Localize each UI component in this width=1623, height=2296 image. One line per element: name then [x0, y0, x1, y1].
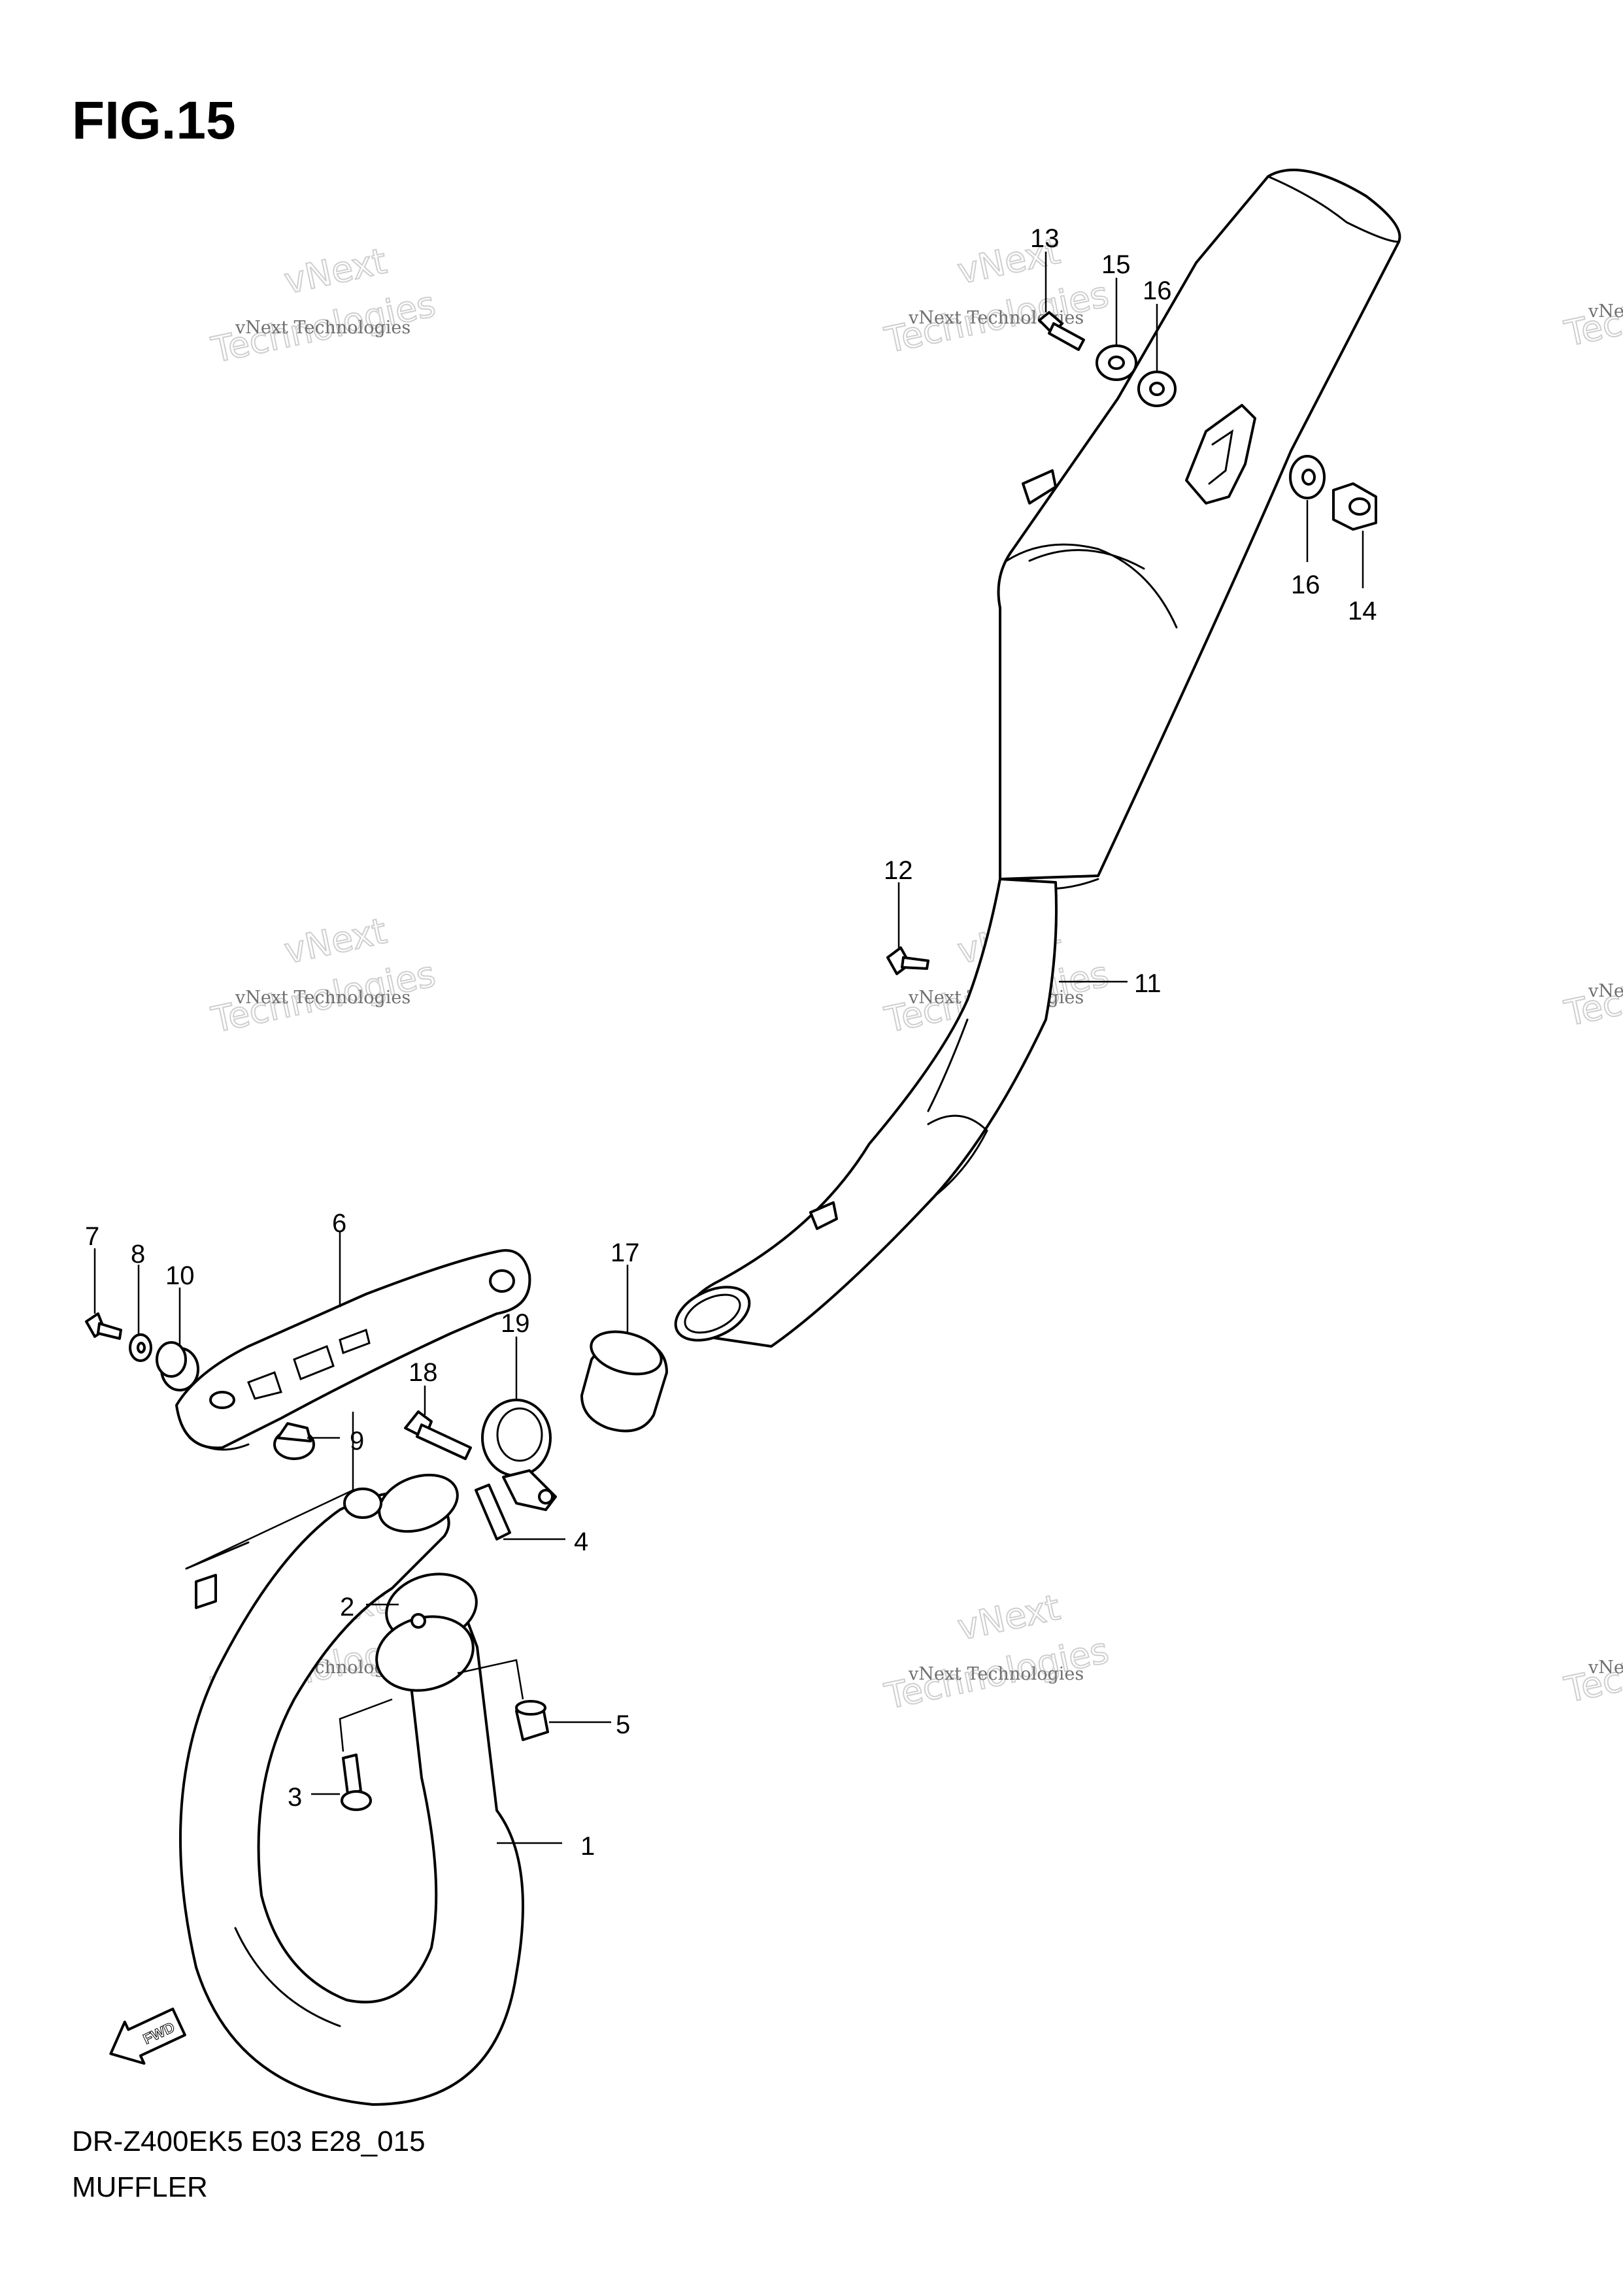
callout-8: 8 — [131, 1240, 145, 1269]
watermark-big-1: vNext — [281, 241, 390, 302]
callout-18: 18 — [409, 1358, 438, 1387]
bolt-part-18 — [404, 1410, 472, 1460]
callout-16-lower: 16 — [1291, 571, 1320, 599]
callout-3: 3 — [288, 1783, 302, 1812]
washer-part-8 — [129, 1333, 152, 1362]
callout-19: 19 — [501, 1309, 530, 1338]
clamp-part-19 — [481, 1399, 557, 1511]
bolt-part-13 — [1038, 311, 1085, 351]
watermark-small: vNext Technologies — [1588, 1657, 1623, 1678]
gasket-part-17 — [580, 1330, 668, 1433]
fwd-arrow-icon: FWD — [109, 2007, 186, 2065]
muffler-canister — [997, 169, 1401, 890]
watermark-small: vNext Technologies — [908, 1664, 1084, 1684]
leader-lines — [93, 252, 1364, 1844]
callout-5: 5 — [616, 1710, 630, 1739]
callout-12: 12 — [884, 856, 913, 885]
grommet-part-10 — [156, 1341, 199, 1391]
exhaust-header-pipe — [179, 1473, 524, 2106]
nut-part-14 — [1332, 482, 1377, 531]
watermark-small: vNext Technologies — [235, 318, 410, 338]
callout-labels: 1 2 3 4 5 6 7 8 9 10 11 12 13 14 15 16 1… — [85, 224, 1377, 1861]
callout-14: 14 — [1348, 597, 1377, 625]
washer-part-16-upper — [1137, 371, 1177, 407]
callout-17: 17 — [611, 1239, 640, 1267]
callout-7: 7 — [85, 1222, 99, 1251]
washer-part-16-lower — [1289, 455, 1326, 499]
callout-10: 10 — [165, 1261, 195, 1290]
figure-name: MUFFLER — [72, 2171, 208, 2203]
callout-2: 2 — [340, 1593, 354, 1622]
watermark-small: vNext Technologies — [235, 988, 410, 1008]
callout-9: 9 — [350, 1427, 364, 1456]
watermark-big-1: vNext — [281, 910, 390, 972]
callout-15: 15 — [1101, 250, 1131, 279]
callout-11: 11 — [1134, 969, 1162, 998]
nut-part-5 — [515, 1700, 549, 1741]
callout-6: 6 — [332, 1209, 346, 1238]
callout-4: 4 — [574, 1527, 588, 1556]
bracket-part-6 — [175, 1249, 531, 1451]
callout-13: 13 — [1030, 224, 1060, 253]
bolt-part-12 — [886, 946, 929, 975]
figure-title: FIG.15 — [72, 91, 236, 150]
bolt-part-7 — [85, 1312, 122, 1340]
watermark-small: vNext Technologies — [1588, 301, 1623, 322]
mid-pipe — [674, 878, 1058, 1348]
bolt-part-3 — [341, 1754, 372, 1811]
watermark-big-1: vNext — [954, 1587, 1063, 1648]
washer-part-15 — [1096, 344, 1137, 381]
stud-part-4 — [475, 1484, 511, 1540]
bolt-part-9 — [273, 1422, 315, 1460]
callout-16-upper: 16 — [1143, 276, 1172, 305]
watermark-small: vNext Technologies — [1588, 981, 1623, 1001]
callout-1: 1 — [580, 1832, 595, 1861]
figure-code: DR-Z400EK5 E03 E28_015 — [72, 2125, 426, 2157]
